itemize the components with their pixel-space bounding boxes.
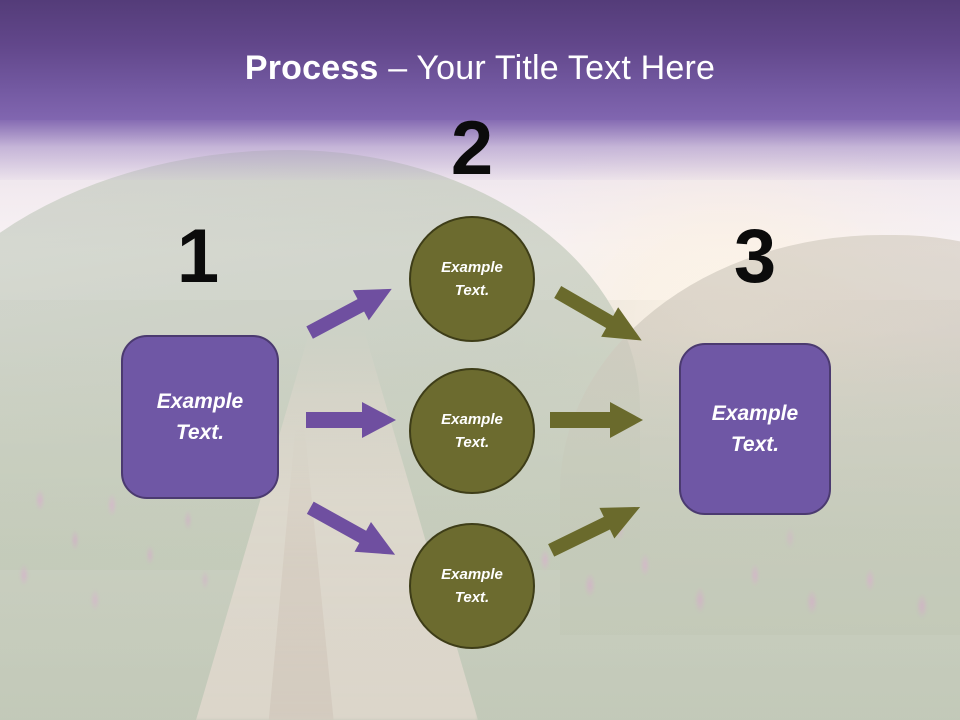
process-circle-top-line1: Example (441, 259, 503, 276)
process-box-left-text: Example Text. (157, 386, 243, 448)
process-box-right-text: Example Text. (712, 398, 798, 460)
arrow-left-to-bottom-circle (298, 497, 410, 567)
process-box-left-line1: Example (156, 390, 244, 413)
process-circle-top-text: Example Text. (441, 256, 503, 302)
page-title: Process – Your Title Text Here (0, 48, 960, 88)
process-box-right[interactable]: Example Text. (679, 343, 831, 515)
process-box-right-line1: Example (711, 402, 799, 425)
process-circle-bottom-line2: Text. (454, 589, 490, 606)
process-circle-top[interactable]: Example Text. (409, 216, 535, 342)
title-strong: Process (244, 49, 379, 87)
arrow-mid-circle-to-right (548, 398, 646, 442)
step-number-3: 3 (733, 214, 777, 299)
arrow-left-to-top-circle (300, 280, 405, 340)
arrow-left-to-mid-circle (304, 398, 400, 442)
process-circle-middle-line1: Example (441, 411, 503, 428)
process-circle-middle-text: Example Text. (441, 408, 503, 454)
process-box-left[interactable]: Example Text. (121, 335, 279, 499)
step-number-1: 1 (176, 214, 220, 299)
arrow-top-circle-to-right (545, 282, 657, 352)
process-box-right-line2: Text. (730, 433, 780, 456)
title-banner-fade (0, 120, 960, 180)
arrow-bottom-circle-to-right (540, 493, 654, 563)
step-number-2: 2 (450, 106, 494, 191)
process-circle-bottom-text: Example Text. (441, 563, 503, 609)
process-circle-middle[interactable]: Example Text. (409, 368, 535, 494)
process-box-left-line2: Text. (175, 421, 225, 444)
title-banner (0, 0, 960, 120)
title-separator: – (378, 49, 417, 87)
process-circle-bottom-line1: Example (441, 566, 503, 583)
process-circle-top-line2: Text. (454, 282, 490, 299)
title-rest: Your Title Text Here (416, 49, 716, 87)
process-circle-middle-line2: Text. (454, 434, 490, 451)
process-circle-bottom[interactable]: Example Text. (409, 523, 535, 649)
